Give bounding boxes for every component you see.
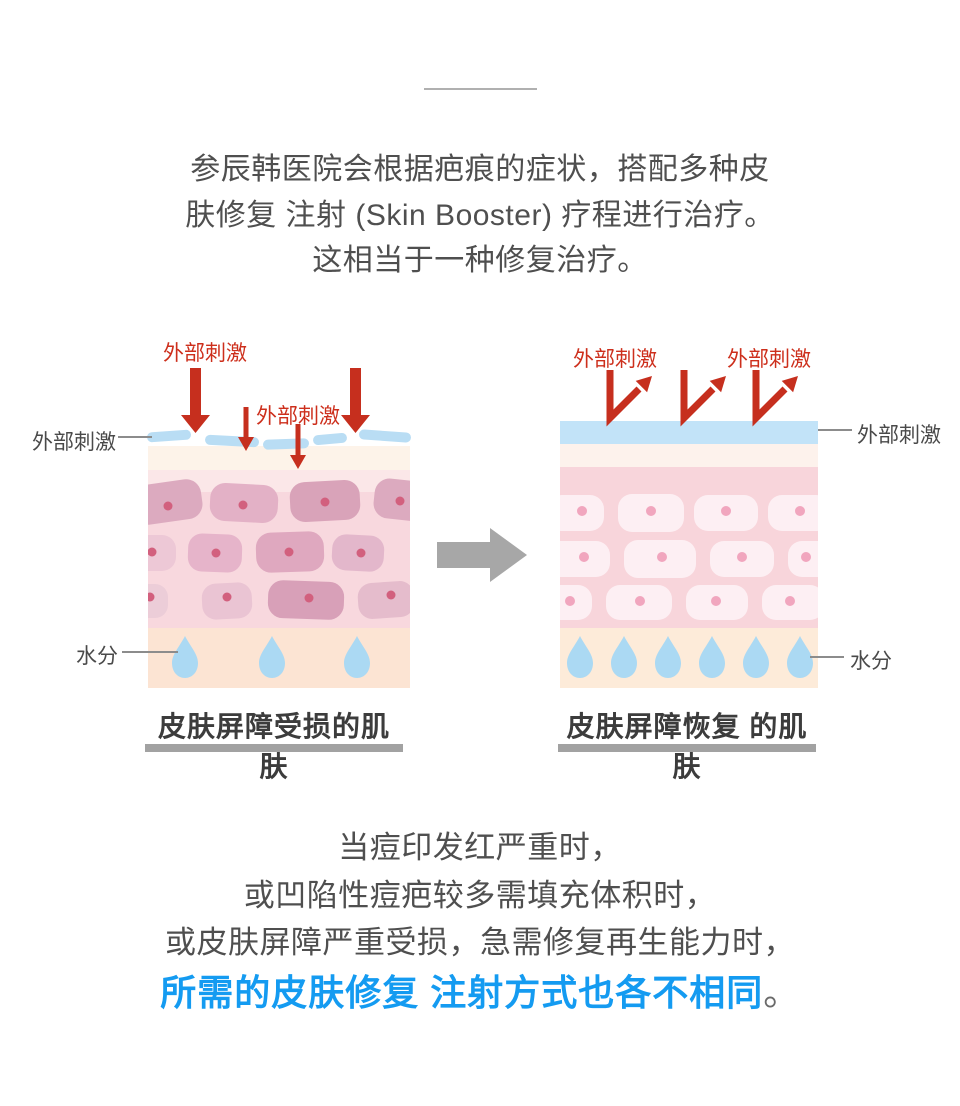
intro-line: 参辰韩医院会根据疤痕的症状，搭配多种皮: [190, 153, 770, 186]
conclusion-paragraph: 当痘印发红严重时， 或凹陷性痘疤较多需填充体积时， 或皮肤屏障严重受损，急需修复…: [0, 824, 960, 1019]
water-drop-icon: [172, 636, 370, 678]
cell-nuclei: [148, 496, 405, 603]
conclusion-highlight-line: 所需的皮肤修复 注射方式也各不相同。: [0, 967, 960, 1019]
skin-layer-cream: [148, 446, 410, 470]
skin-layer-peach: [560, 628, 818, 688]
recovered-skin-block: [560, 370, 852, 688]
cell-nuclei: [565, 506, 811, 606]
leader-line: [118, 436, 178, 653]
conclusion-line: 或凹陷性痘疤较多需填充体积时，: [243, 877, 717, 913]
skin-layer-cream: [560, 444, 818, 467]
down-arrow-icon: [181, 368, 370, 469]
leader-line: [810, 429, 852, 658]
intro-line: 肤修复 注射 (Skin Booster) 疗程进行治疗。: [185, 198, 775, 232]
recovered-skin-caption: 皮肤屏障恢复 的肌肤: [566, 711, 808, 782]
damaged-skin-cells: [148, 478, 410, 620]
stimulus-label: 外部刺激: [573, 348, 657, 371]
moisture-label: 水分: [850, 650, 892, 673]
moisture-label: 水分: [76, 645, 118, 668]
highlight-suffix: 。: [763, 971, 800, 1013]
right-arrow-icon: [437, 528, 527, 582]
barrier-side-label: 外部刺激: [32, 431, 116, 454]
stimulus-label: 外部刺激: [727, 348, 811, 371]
top-divider-line: [424, 88, 537, 90]
barrier-side-label: 外部刺激: [857, 424, 941, 447]
caption-underline-bar: [145, 744, 403, 752]
intro-line: 这相当于一种修复治疗。: [312, 244, 648, 277]
stimulus-label: 外部刺激: [256, 405, 340, 428]
bounce-arrow-icon: [606, 370, 798, 427]
skin-diagram: [118, 368, 852, 688]
broken-barrier-icon: [147, 429, 411, 450]
intro-paragraph: 参辰韩医院会根据疤痕的症状，搭配多种皮 肤修复 注射 (Skin Booster…: [0, 147, 960, 284]
stimulus-label: 外部刺激: [163, 342, 247, 365]
highlight-text: 所需的皮肤修复 注射方式也各不相同: [160, 971, 764, 1013]
damaged-skin-caption: 皮肤屏障受损的肌肤: [157, 711, 390, 782]
conclusion-line: 或皮肤屏障严重受损，急需修复再生能力时，: [165, 925, 795, 960]
water-drop-icon: [567, 636, 813, 678]
caption-underline-bar: [558, 744, 816, 752]
damaged-skin-block: [118, 368, 411, 688]
conclusion-line: 当痘印发红严重时，: [338, 830, 622, 865]
barrier-band-icon: [560, 421, 818, 444]
